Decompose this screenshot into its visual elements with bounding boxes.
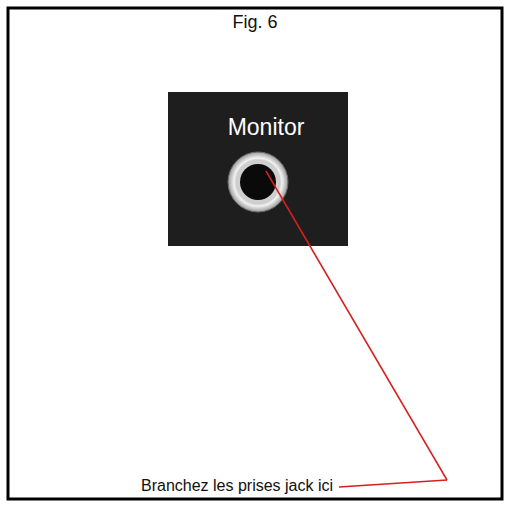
jack-ring	[228, 152, 288, 212]
figure-title: Fig. 6	[0, 12, 510, 33]
panel-label: Monitor	[168, 92, 364, 246]
callout-label: Branchez les prises jack ici	[141, 477, 333, 495]
jack-bezel	[236, 160, 280, 204]
leader-line	[339, 480, 447, 487]
panel-text: Monitor	[168, 114, 364, 141]
leader-line	[266, 171, 447, 480]
jack-hole	[240, 164, 276, 200]
frame	[8, 8, 502, 499]
